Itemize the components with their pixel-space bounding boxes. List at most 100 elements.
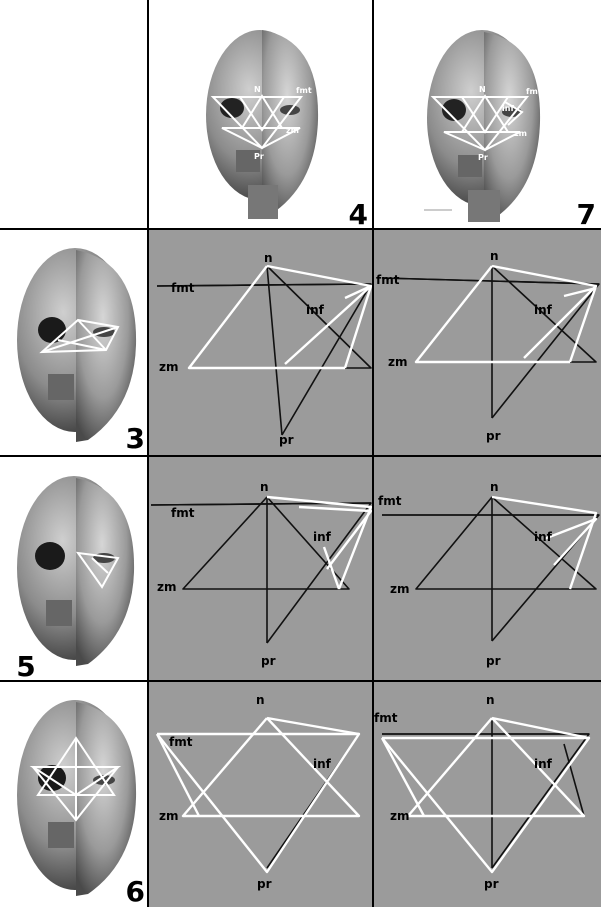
face-figure-6: 6	[17, 700, 145, 907]
panel-5-a	[149, 457, 373, 681]
diagram-panel: n fmt inf zm pr	[376, 249, 600, 443]
reconstruction-outline	[155, 733, 201, 817]
label-n: n	[264, 251, 273, 265]
diagram-panel: n fmt inf zm pr	[156, 251, 373, 447]
label-n: N	[254, 85, 261, 94]
label-fmt: fmt	[171, 281, 195, 295]
label-fmt: fmt	[296, 86, 312, 95]
diagram-panel: n fmt inf zm pr	[150, 480, 373, 668]
label-n: n	[490, 480, 499, 494]
panel-6-a	[149, 682, 373, 907]
reference-outline	[266, 265, 283, 436]
figure-number: 7	[577, 198, 596, 231]
landmark-lines-7	[430, 94, 530, 152]
label-inf: inf	[306, 303, 325, 317]
face-image-7	[424, 30, 541, 222]
label-zm: zm	[388, 355, 408, 369]
label-n: n	[256, 693, 265, 707]
label-zm: zm	[157, 580, 177, 594]
label-inf: inf	[313, 530, 332, 544]
label-pr: pr	[486, 429, 501, 443]
reference-outline	[415, 496, 597, 590]
label-zm: zm	[514, 129, 527, 138]
landmark-labels-4: N fmt zm Pr	[254, 85, 312, 161]
reconstruction-outline	[491, 716, 590, 740]
figure-number: 6	[126, 875, 145, 907]
face-image-4	[206, 30, 319, 219]
reference-outline	[156, 283, 372, 287]
face-figure-7: N fmt inf zm Pr 7	[424, 30, 596, 231]
panel-3-a	[149, 230, 373, 456]
label-n: n	[490, 249, 499, 263]
panel-5-b	[374, 457, 601, 681]
landmark-lines-6	[29, 736, 122, 822]
label-fmt: fmt	[374, 711, 398, 725]
reconstruction-outline	[322, 546, 341, 590]
label-zm: zm	[390, 809, 410, 823]
reconstruction-outline	[491, 495, 598, 590]
reference-outline	[563, 743, 585, 817]
reconstruction-outline	[406, 717, 586, 818]
face-figure-5: 5	[16, 476, 135, 683]
reconstruction-outline	[266, 716, 360, 736]
label-pr: Pr	[478, 153, 488, 162]
label-pr: pr	[257, 877, 272, 891]
label-fmt: fmt	[526, 87, 542, 96]
label-n: N	[479, 85, 486, 94]
figure-number: 4	[349, 198, 368, 231]
label-inf: inf	[534, 530, 553, 544]
label-inf: inf	[534, 757, 553, 771]
figure-number: 5	[16, 650, 35, 683]
landmark-labels-7: N fmt inf zm Pr	[478, 85, 542, 162]
face-figure-3: 3	[17, 248, 145, 455]
label-inf: inf	[502, 104, 514, 113]
label-pr: pr	[484, 877, 499, 891]
reconstruction-outline	[523, 285, 597, 359]
landmark-lines-3	[39, 318, 120, 354]
label-zm: zm	[390, 582, 410, 596]
label-inf: inf	[313, 757, 332, 771]
label-fmt: fmt	[169, 735, 193, 749]
label-fmt: fmt	[376, 273, 400, 287]
reconstruction-outline	[344, 284, 372, 300]
reference-outline	[182, 496, 350, 590]
label-zm: zm	[159, 360, 179, 374]
figure-number: 3	[126, 422, 145, 455]
label-inf: inf	[534, 303, 553, 317]
face-image-3	[17, 248, 137, 442]
reconstruction-outline	[284, 285, 372, 365]
label-zm: zm	[286, 126, 299, 135]
label-pr: Pr	[254, 152, 264, 161]
reconstruction-outline	[181, 717, 361, 818]
label-fmt: fmt	[378, 494, 402, 508]
reconstruction-outline	[563, 286, 597, 298]
face-figure-4: N fmt zm Pr 4	[206, 30, 368, 231]
reconstruction-outline	[266, 495, 373, 590]
face-image-5	[17, 476, 135, 666]
label-n: n	[486, 693, 495, 707]
label-n: n	[260, 480, 269, 494]
reference-outline	[381, 277, 600, 285]
label-zm: zm	[159, 809, 179, 823]
reconstruction-outline	[414, 265, 570, 364]
diagram-panel: n fmt inf zm pr	[374, 693, 591, 891]
label-fmt: fmt	[171, 506, 195, 520]
reconstruction-outline	[381, 736, 591, 874]
reconstruction-outline	[298, 505, 373, 570]
label-pr: pr	[486, 654, 501, 668]
diagram-panel: n fmt inf zm pr	[155, 693, 361, 891]
reconstruction-outline	[156, 732, 361, 874]
superimposition-diagrams: n fmt inf zm pr n fmt inf zm pr n fmt inf zm pr n fmt inf…	[150, 249, 600, 891]
diagram-panel: n fmt inf zm pr	[378, 480, 600, 668]
reconstruction-outline	[187, 265, 345, 370]
reconstruction-outline	[543, 517, 598, 566]
landmark-lines-4	[210, 94, 304, 150]
panel-6-b	[374, 682, 601, 907]
landmark-lines-5	[75, 551, 120, 589]
label-pr: pr	[261, 654, 276, 668]
panel-3-b	[374, 230, 601, 456]
reconstruction-outline	[380, 737, 426, 817]
label-pr: pr	[279, 433, 294, 447]
